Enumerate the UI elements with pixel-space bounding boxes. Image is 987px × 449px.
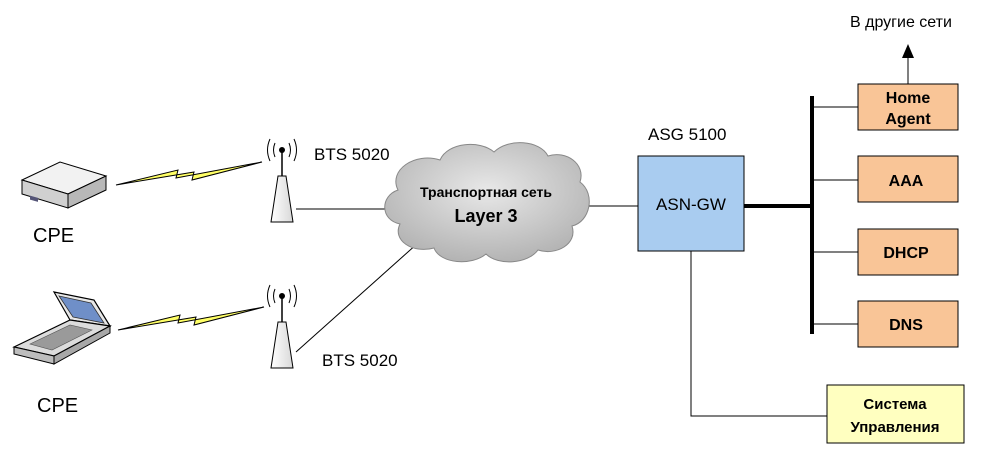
cloud-title: Транспортная сеть (420, 184, 552, 200)
cloud-icon (384, 142, 590, 263)
server-aaa: AAA (857, 155, 959, 203)
link-bts-bottom-cloud (295, 242, 419, 353)
management-line1: Система (863, 396, 927, 413)
management-system-box: Система Управления (826, 384, 965, 444)
home-agent-line1: Home (886, 90, 931, 107)
laptop-icon (12, 291, 112, 365)
aaa-label: AAA (889, 173, 924, 190)
cpe-top-label: CPE (33, 225, 74, 247)
lightning-icon (117, 306, 265, 331)
server-home-agent: Home Agent (857, 83, 959, 131)
asg-label: ASG 5100 (648, 125, 726, 144)
other-networks-label: В другие сети (850, 14, 952, 31)
cloud-subtitle: Layer 3 (454, 206, 517, 226)
dns-label: DNS (889, 317, 923, 334)
asn-gateway-box (637, 155, 745, 252)
asn-gateway-label: ASN-GW (656, 195, 726, 214)
link-gateway-management (690, 251, 827, 417)
lightning-icon (115, 161, 263, 186)
dhcp-label: DHCP (883, 245, 929, 262)
bts-bottom-label: BTS 5020 (322, 351, 398, 370)
home-agent-line2: Agent (885, 111, 931, 128)
server-dns: DNS (857, 300, 959, 348)
connection-lines (295, 58, 909, 417)
management-line2: Управления (850, 419, 939, 436)
antenna-icon (267, 138, 297, 223)
bts-top-label: BTS 5020 (314, 145, 390, 164)
modem-icon (20, 161, 108, 209)
cpe-bottom-label: CPE (37, 395, 78, 417)
server-dhcp: DHCP (857, 228, 959, 276)
arrow-up-icon (902, 44, 914, 58)
antenna-icon (267, 284, 297, 369)
